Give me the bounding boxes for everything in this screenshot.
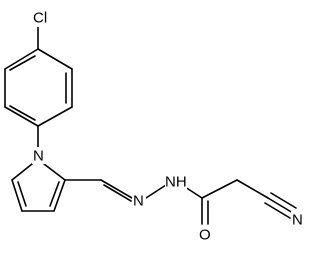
imine-double-bond [103,184,132,202]
carbonyl-oxygen-label: O [199,227,211,244]
ring-bond [11,179,23,212]
ring-double-bond [17,181,27,207]
ring-bond [53,179,66,212]
structure-drawing: Cl N N NH O N [4,9,303,244]
ring-bond [43,163,66,181]
bond-n-nh [145,184,167,199]
ring-double-bond [49,181,60,207]
nitrile-nitrogen-label: N [292,212,303,229]
ring-bond [37,48,73,70]
imine-nitrogen-label: N [133,193,144,210]
bond-co-ch2 [201,179,238,199]
chlorine-label: Cl [33,10,47,27]
molecule-diagram: Cl N N NH O N [4,9,303,244]
ring-double-bond [9,105,36,121]
nitrile-triple-bond [270,192,297,209]
ring-bond [4,106,39,127]
ring-bond [37,106,73,127]
bond-ch2-cn [236,179,269,199]
pyrrole-nitrogen-label: N [33,148,44,165]
nitrile-triple-bond [264,202,291,219]
nitrile-triple-bond [267,197,294,214]
amide-nh-label: NH [165,174,187,191]
chlorophenyl-ring [4,48,73,127]
pyrrole-ring [11,163,66,212]
imine-double-bond [100,179,133,199]
ring-double-bond [9,55,36,71]
ring-bond [4,48,39,70]
ring-bond [11,163,33,181]
